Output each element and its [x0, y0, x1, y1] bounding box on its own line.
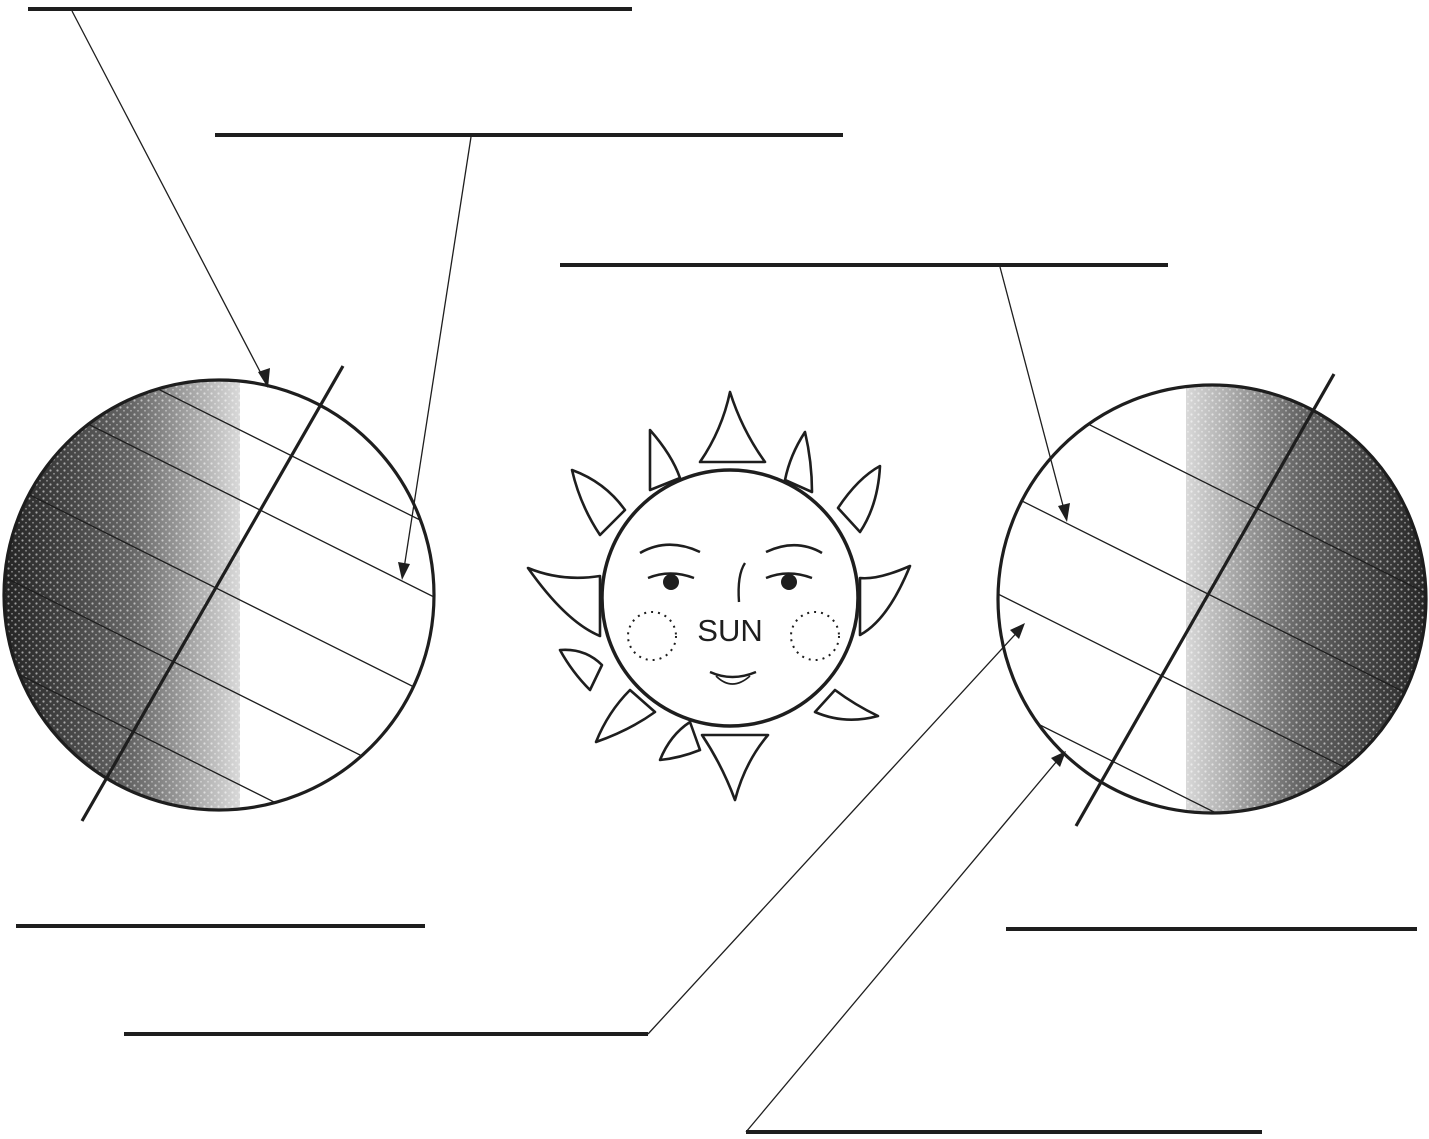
left-pupil [663, 574, 679, 590]
arrowhead [1058, 503, 1070, 522]
right-pupil [781, 574, 797, 590]
arrowhead [1010, 623, 1025, 639]
sun-label: SUN [697, 613, 762, 648]
leader-line [72, 11, 266, 383]
sun-face-disc [602, 470, 858, 726]
right-earth-globe [990, 370, 1429, 920]
leader-line [746, 755, 1062, 1132]
left-earth-globe [0, 310, 440, 885]
sun-illustration: SUN [528, 392, 910, 800]
arrowhead [398, 562, 410, 580]
leader-line [403, 137, 471, 575]
